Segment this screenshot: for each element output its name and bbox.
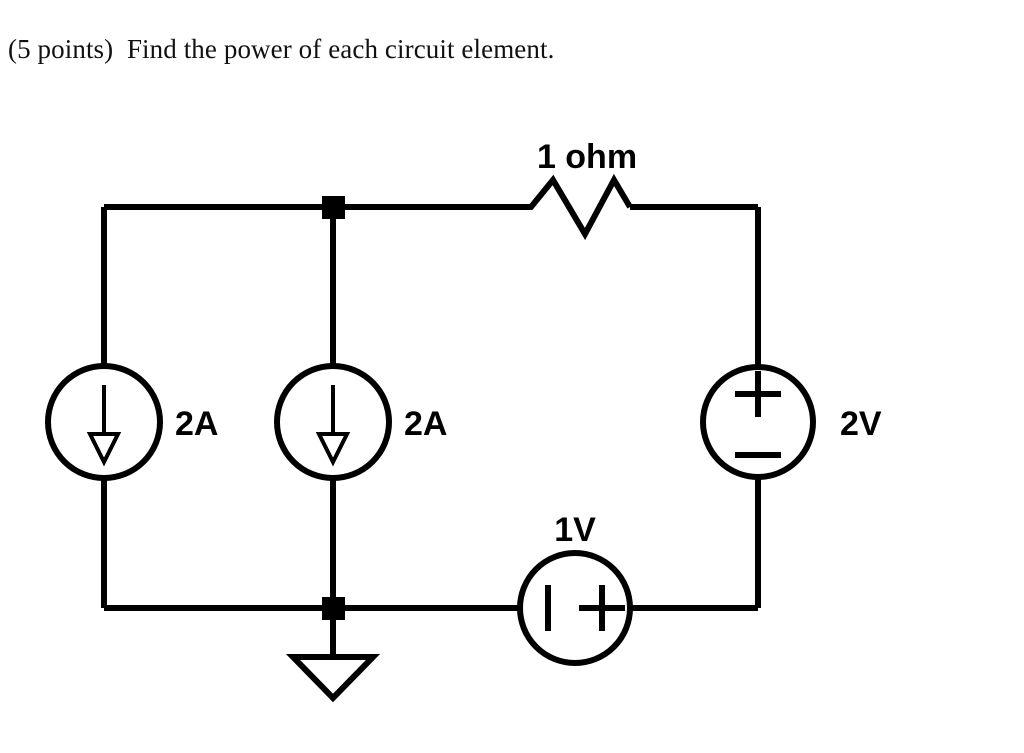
voltage-source-bottom: 1V	[517, 511, 633, 666]
voltage-source-right-label: 2V	[840, 405, 882, 443]
voltage-source-bottom-plus-icon	[579, 585, 625, 631]
resistor-top: 1 ohm	[517, 138, 637, 241]
node-bottom-middle	[322, 597, 345, 620]
circuit-wires	[101, 204, 761, 657]
voltage-source-right: 2V	[700, 364, 882, 480]
voltage-source-bottom-label: 1V	[554, 511, 596, 549]
resistor-label: 1 ohm	[537, 138, 637, 176]
current-source-left-label: 2A	[175, 405, 218, 443]
current-source-middle: 2A	[274, 363, 447, 481]
node-top-middle	[322, 196, 345, 219]
current-source-middle-label: 2A	[404, 405, 447, 443]
voltage-source-right-circle	[700, 364, 816, 480]
voltage-source-bottom-circle	[517, 550, 633, 666]
voltage-source-right-plus-icon	[735, 371, 781, 417]
current-source-left-arrow-head	[86, 432, 122, 467]
ground-icon	[285, 654, 381, 703]
current-source-left: 2A	[45, 363, 218, 481]
resistor-zigzag	[517, 173, 633, 241]
page-title: (5 points) Find the power of each circui…	[8, 34, 555, 64]
current-source-middle-arrow-head	[315, 432, 351, 467]
